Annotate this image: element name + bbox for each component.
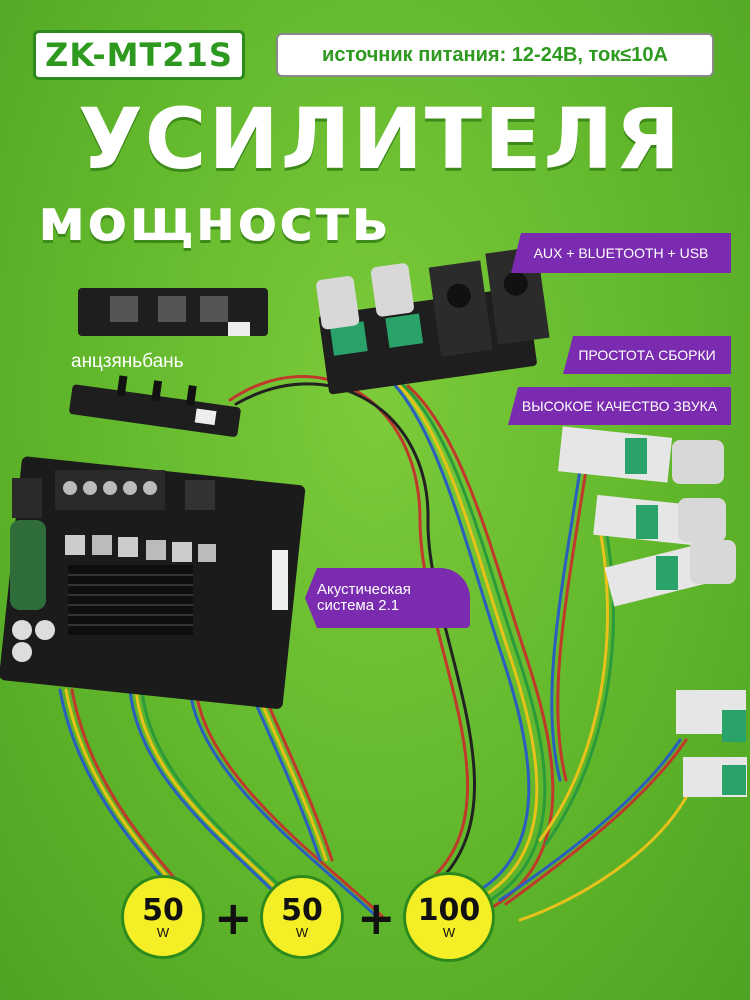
wattage-sub-value: 100 xyxy=(417,892,481,928)
wattage-left-value: 50 xyxy=(142,892,184,928)
amplifier-board xyxy=(0,456,306,709)
wattage-badge-left: 50 W xyxy=(121,875,205,959)
feature-tag-sound-label: ВЫСОКОЕ КАЧЕСТВО ЗВУКА xyxy=(521,398,718,414)
feature-tag-assembly: ПРОСТОТА СБОРКИ xyxy=(563,336,731,374)
volume-module-1 xyxy=(558,426,724,484)
feature-tag-inputs: AUX + BLUETOOTH + USB xyxy=(511,233,731,273)
power-spec-text: источник питания: 12-24В, ток≤10А xyxy=(322,43,668,66)
wattage-badge-right: 50 W xyxy=(260,875,344,959)
bass-module-1 xyxy=(676,690,746,742)
system-tag-line1: Акустическая xyxy=(317,580,411,598)
sensor-board-label: анцзяньбань xyxy=(71,351,184,372)
wattage-sub-unit: W xyxy=(442,924,456,940)
wattage-right-unit: W xyxy=(295,924,309,940)
volume-module-3 xyxy=(604,540,736,607)
button-board-bottom xyxy=(69,375,241,437)
button-board-top xyxy=(78,288,268,336)
volume-module-2 xyxy=(593,494,726,546)
feature-tag-assembly-label: ПРОСТОТА СБОРКИ xyxy=(578,347,716,363)
wattage-badge-subwoofer: 100 W xyxy=(403,872,495,962)
system-tag-line2: система 2.1 xyxy=(317,597,400,614)
input-board xyxy=(316,246,550,395)
power-spec-box: источник питания: 12-24В, ток≤10А xyxy=(276,33,714,77)
feature-tag-sound: ВЫСОКОЕ КАЧЕСТВО ЗВУКА xyxy=(508,387,731,425)
plus-sign-2: + xyxy=(357,891,396,945)
bass-module-2 xyxy=(683,757,747,797)
model-badge: ZK-MT21S xyxy=(33,30,245,80)
feature-tag-inputs-label: AUX + BLUETOOTH + USB xyxy=(533,245,709,261)
wattage-right-value: 50 xyxy=(281,892,323,928)
system-tag: Акустическая система 2.1 xyxy=(305,568,470,628)
model-name: ZK-MT21S xyxy=(45,36,233,74)
wattage-left-unit: W xyxy=(156,924,170,940)
title-main: УСИЛИТЕЛЯ xyxy=(78,90,682,188)
plus-sign-1: + xyxy=(214,891,253,945)
title-sub: мощность xyxy=(38,186,390,254)
